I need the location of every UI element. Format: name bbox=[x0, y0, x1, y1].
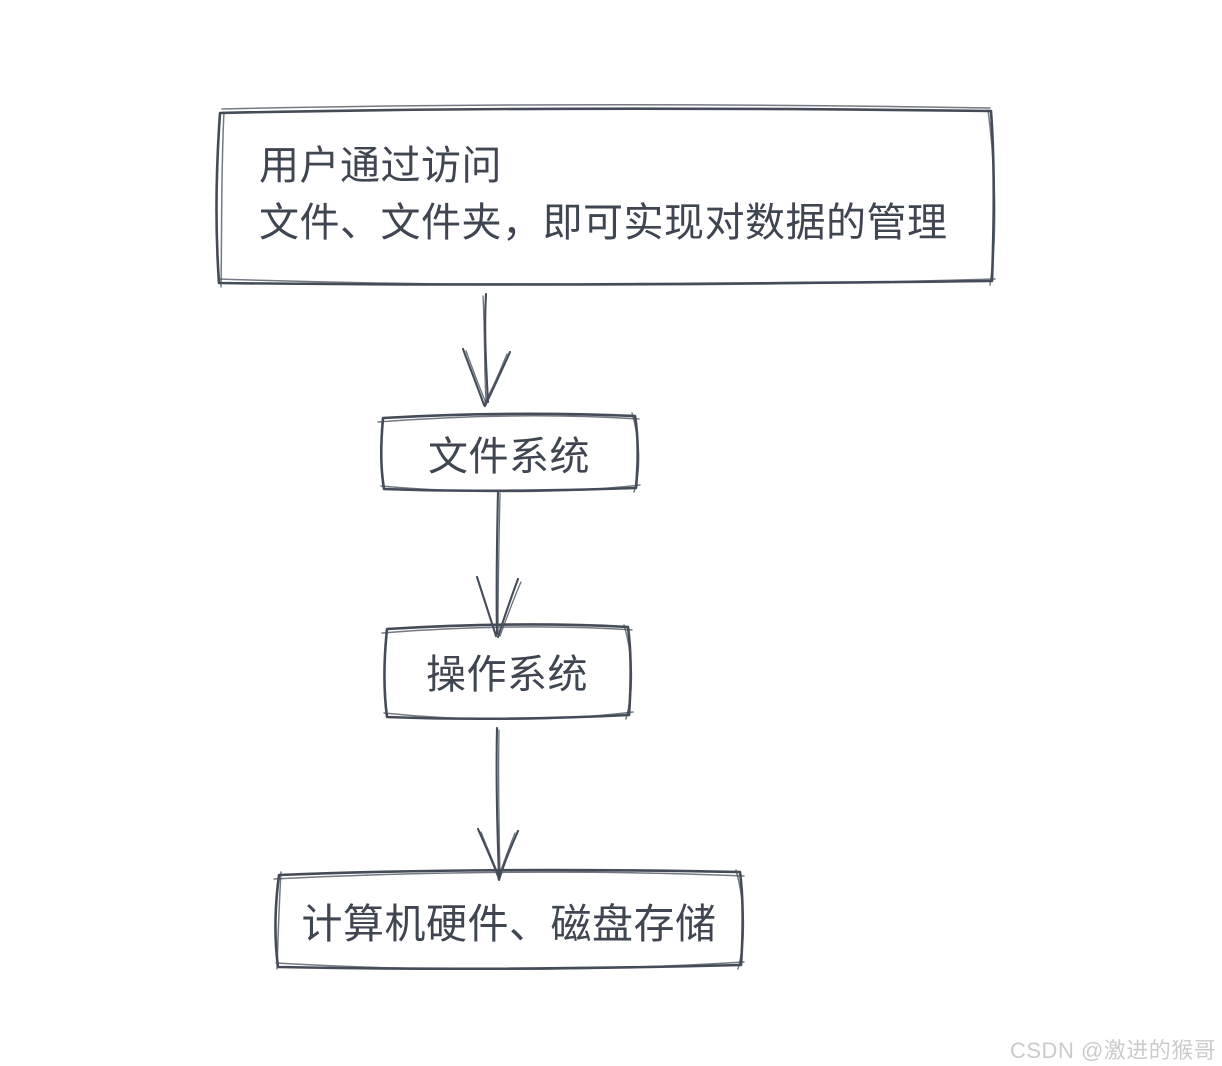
flow-arrow-filesystem-to-os bbox=[475, 489, 522, 639]
node-file-system: 文件系统 bbox=[428, 434, 590, 479]
node-border-hardware bbox=[273, 868, 745, 971]
node-border-file-system bbox=[377, 412, 641, 493]
node-border-operating-system bbox=[381, 623, 634, 721]
node-border-user-access bbox=[215, 104, 996, 288]
csdn-watermark: CSDN @激进的猴哥 bbox=[1010, 1038, 1217, 1063]
node-user-access: 用户通过访问 文件、文件夹，即可实现对数据的管理 bbox=[259, 138, 948, 252]
node-user-access-line2: 文件、文件夹，即可实现对数据的管理 bbox=[259, 201, 948, 245]
node-hardware: 计算机硬件、磁盘存储 bbox=[301, 900, 717, 947]
flow-arrow-user-to-filesystem bbox=[461, 292, 512, 408]
node-user-access-line1: 用户通过访问 bbox=[259, 144, 502, 188]
node-operating-system: 操作系统 bbox=[426, 653, 588, 697]
flow-arrow-os-to-hardware bbox=[476, 726, 520, 882]
